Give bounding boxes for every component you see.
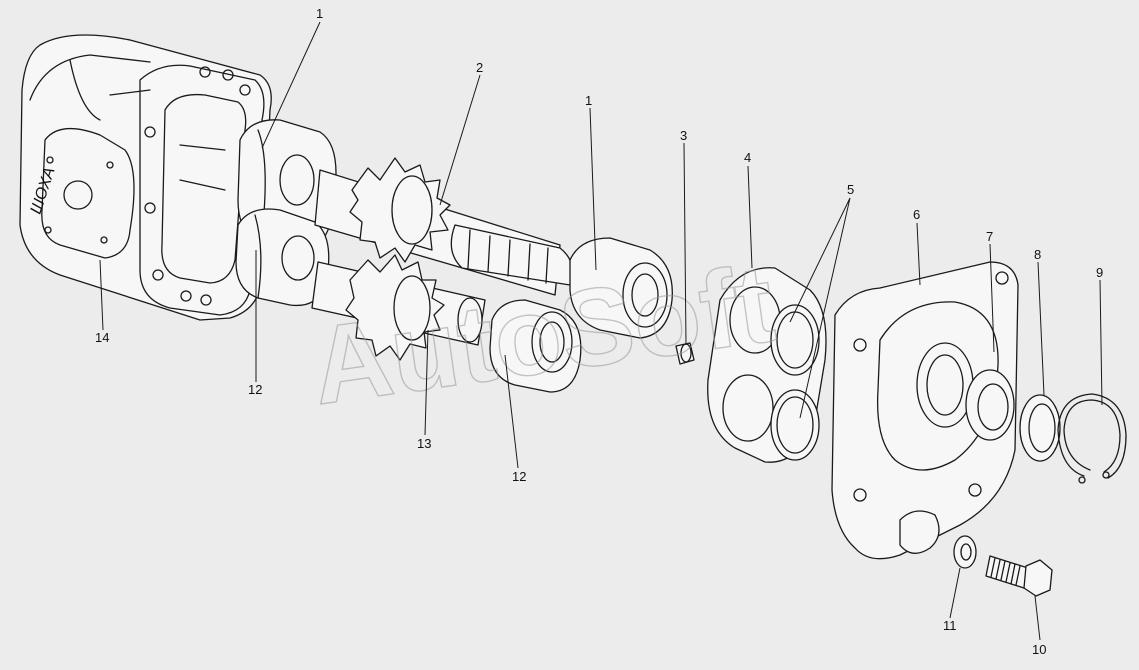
part-8-washer <box>1019 394 1061 462</box>
callout-9: 9 <box>1096 265 1103 280</box>
callout-7: 7 <box>986 229 993 244</box>
part-5-o-rings <box>770 304 820 461</box>
callout-14: 14 <box>95 330 109 345</box>
callout-labels: 1 2 1 3 4 5 6 7 8 9 14 12 13 12 11 10 <box>95 6 1103 657</box>
callout-1-top: 1 <box>316 6 323 21</box>
part-6-cover <box>831 261 1019 560</box>
callout-2: 2 <box>476 60 483 75</box>
leader-lines <box>99 21 1103 641</box>
callout-10: 10 <box>1032 642 1046 657</box>
callout-4: 4 <box>744 150 751 165</box>
callout-13: 13 <box>417 436 431 451</box>
part-3-pin <box>675 342 695 365</box>
part-12-bushing-right <box>489 299 582 393</box>
part-10-bolt <box>985 555 1053 597</box>
part-7-seal <box>965 369 1015 441</box>
callout-3: 3 <box>680 128 687 143</box>
callout-8: 8 <box>1034 247 1041 262</box>
part-13-driven-gear <box>311 254 486 361</box>
callout-12-left: 12 <box>248 382 262 397</box>
callout-5: 5 <box>847 182 854 197</box>
part-12-bushing-left <box>235 208 330 307</box>
callout-12-right: 12 <box>512 469 526 484</box>
callout-11: 11 <box>943 618 957 633</box>
part-2-drive-gear <box>314 157 574 296</box>
part-9-retaining-ring <box>1057 393 1127 484</box>
part-14-housing: ШОХА <box>19 34 272 321</box>
callout-1-mid: 1 <box>585 93 592 108</box>
part-11-lock-washer <box>953 535 977 569</box>
callout-6: 6 <box>913 207 920 222</box>
